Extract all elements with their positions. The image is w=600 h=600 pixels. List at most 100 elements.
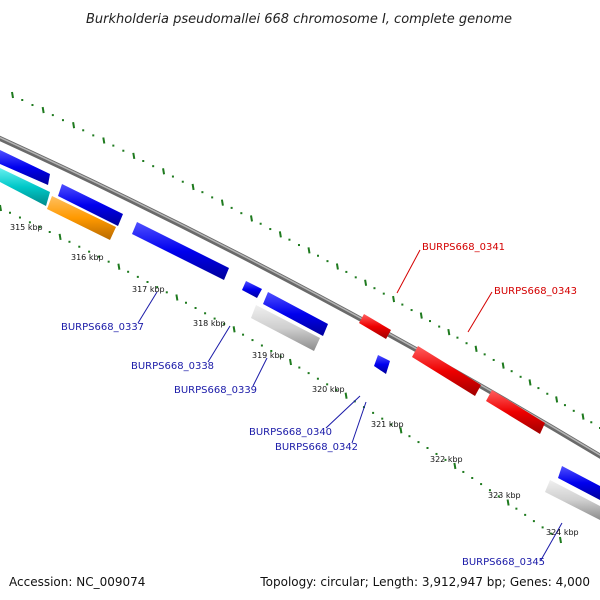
outer-tick-minor (354, 276, 357, 279)
inner-tick-minor (471, 477, 474, 479)
outer-tick-minor (563, 404, 566, 407)
outer-tick-minor (211, 196, 214, 199)
outer-tick-minor (519, 375, 522, 378)
inner-tick-minor (408, 435, 411, 438)
tick-label-321: 321 kbp (371, 420, 404, 429)
inner-tick-major (506, 499, 510, 506)
inner-tick-minor (107, 260, 110, 263)
inner-tick-minor (480, 483, 483, 486)
feature-gray-a (251, 305, 320, 351)
inner-tick-major (559, 536, 562, 544)
outer-tick-major (581, 413, 585, 420)
feature-gray-b (545, 480, 600, 520)
inner-tick-minor (335, 389, 338, 391)
inner-tick-minor (78, 245, 81, 248)
outer-tick-minor (537, 387, 540, 390)
outer-tick-major (41, 106, 45, 114)
outer-tick-major (132, 152, 136, 160)
gene-label-burps668-0338[interactable]: BURPS668_0338 (131, 361, 214, 372)
outer-tick-minor (410, 309, 413, 312)
gene-features (0, 150, 600, 520)
inner-tick-minor (88, 250, 91, 253)
gene-reverse-0340 (374, 355, 390, 374)
inner-tick-minor (127, 270, 130, 273)
gene-label-burps668-0343[interactable]: BURPS668_0343 (494, 286, 577, 297)
tick-labels: 315 kbp 316 kbp 317 kbp 318 kbp 319 kbp … (10, 223, 579, 537)
outer-tick-minor (492, 358, 495, 361)
inner-tick-minor (194, 307, 197, 309)
inner-tick-minor (515, 507, 518, 510)
inner-tick-minor (270, 349, 273, 352)
inner-tick-minor (223, 322, 226, 325)
outer-tick-minor (201, 191, 204, 194)
inner-tick-major (0, 204, 2, 212)
outer-tick-major (11, 91, 14, 99)
inner-tick-track (0, 204, 562, 544)
outer-tick-major (555, 396, 559, 403)
inner-tick-minor (550, 532, 553, 535)
inner-tick-minor (444, 458, 447, 461)
outer-tick-track (11, 91, 600, 429)
outer-tick-minor (345, 270, 348, 273)
inner-tick-minor (497, 495, 500, 498)
outer-tick-minor (51, 114, 54, 117)
outer-tick-minor (31, 104, 34, 107)
feature-orange (47, 196, 116, 240)
inner-tick-minor (381, 417, 384, 420)
outer-tick-major (250, 215, 253, 222)
inner-tick-major (175, 294, 179, 301)
gene-label-burps668-0340[interactable]: BURPS668_0340 (249, 427, 332, 438)
outer-tick-minor (230, 206, 233, 209)
tick-label-315: 315 kbp (10, 223, 43, 232)
leader-line (540, 522, 563, 561)
tick-label-322: 322 kbp (430, 455, 463, 464)
inner-tick-minor (213, 317, 216, 320)
gene-label-burps668-0342[interactable]: BURPS668_0342 (275, 442, 358, 453)
inner-tick-minor (28, 221, 31, 224)
tick-label-316: 316 kbp (71, 253, 104, 262)
gene-reverse-0339 (263, 292, 328, 336)
outer-tick-minor (152, 165, 155, 168)
leader-line (207, 325, 231, 363)
gene-forward-0343b (486, 390, 545, 434)
outer-tick-minor (510, 370, 513, 373)
feature-cyan (0, 168, 50, 206)
gene-reverse-0338 (242, 281, 262, 298)
inner-tick-minor (524, 513, 527, 516)
outer-tick-major (419, 312, 423, 319)
accession-text: Accession: NC_009074 (9, 575, 145, 589)
tick-label-320: 320 kbp (312, 385, 345, 394)
inner-tick-major (453, 462, 457, 470)
inner-tick-minor (488, 489, 491, 492)
outer-tick-major (364, 279, 368, 286)
outer-tick-major (392, 295, 396, 303)
inner-tick-minor (326, 383, 329, 386)
inner-tick-minor (146, 281, 149, 283)
outer-tick-minor (465, 342, 468, 345)
outer-tick-minor (112, 144, 115, 147)
outer-tick-minor (572, 409, 575, 412)
gene-label-burps668-0337[interactable]: BURPS668_0337 (61, 322, 144, 333)
gene-reverse-0345 (558, 466, 600, 500)
inner-tick-minor (541, 526, 544, 529)
leader-line (351, 401, 367, 444)
gene-label-burps668-0339[interactable]: BURPS668_0339 (174, 385, 257, 396)
inner-tick-minor (435, 452, 438, 455)
tick-label-319: 319 kbp (252, 351, 285, 360)
outer-tick-minor (546, 392, 549, 395)
topology-text: Topology: circular; Length: 3,912,947 bp… (259, 575, 590, 589)
map-title: Burkholderia pseudomallei 668 chromosome… (86, 12, 512, 27)
outer-tick-minor (456, 336, 459, 339)
outer-tick-minor (326, 260, 329, 263)
gene-label-burps668-0341[interactable]: BURPS668_0341 (422, 242, 505, 253)
label-leader-lines (137, 249, 563, 561)
outer-tick-minor (317, 254, 319, 257)
inner-tick-minor (298, 366, 301, 369)
gene-label-burps668-0345[interactable]: BURPS668_0345 (462, 557, 545, 568)
inner-tick-minor (372, 411, 375, 414)
inner-tick-minor (8, 211, 11, 214)
outer-tick-minor (61, 119, 64, 122)
outer-tick-minor (269, 228, 272, 231)
outer-tick-minor (401, 303, 404, 306)
outer-tick-minor (382, 292, 385, 295)
